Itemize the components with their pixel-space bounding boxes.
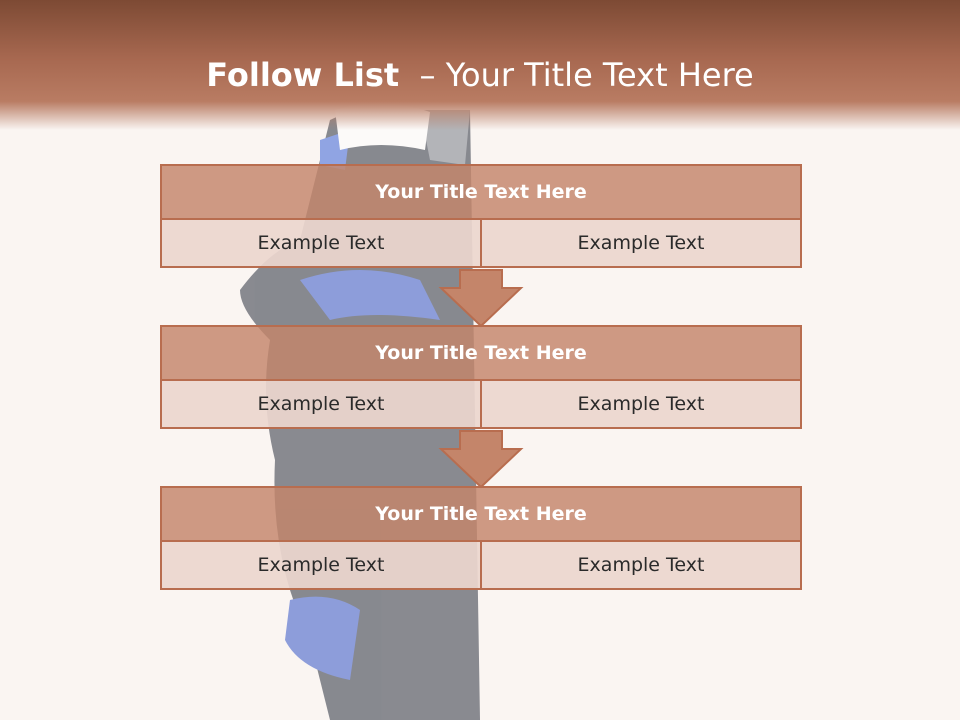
step-row: Example Text Example Text <box>160 381 802 429</box>
step-title: Your Title Text Here <box>160 325 802 381</box>
step-row: Example Text Example Text <box>160 220 802 268</box>
step-block-3: Your Title Text Here Example Text Exampl… <box>160 486 802 590</box>
step-cell-left: Example Text <box>160 220 482 268</box>
step-block-2: Your Title Text Here Example Text Exampl… <box>160 325 802 429</box>
step-cell-right: Example Text <box>482 220 802 268</box>
header-band <box>0 0 960 130</box>
down-arrow-icon <box>438 430 524 489</box>
step-cell-right: Example Text <box>482 542 802 590</box>
slide-title-bold: Follow List <box>206 56 400 94</box>
step-title: Your Title Text Here <box>160 164 802 220</box>
step-cell-left: Example Text <box>160 542 482 590</box>
step-cell-left: Example Text <box>160 381 482 429</box>
step-cell-right: Example Text <box>482 381 802 429</box>
step-title: Your Title Text Here <box>160 486 802 542</box>
slide-title: Follow List – Your Title Text Here <box>0 50 960 100</box>
slide-title-rest: – Your Title Text Here <box>399 56 754 94</box>
step-block-1: Your Title Text Here Example Text Exampl… <box>160 164 802 268</box>
step-row: Example Text Example Text <box>160 542 802 590</box>
down-arrow-icon <box>438 269 524 328</box>
